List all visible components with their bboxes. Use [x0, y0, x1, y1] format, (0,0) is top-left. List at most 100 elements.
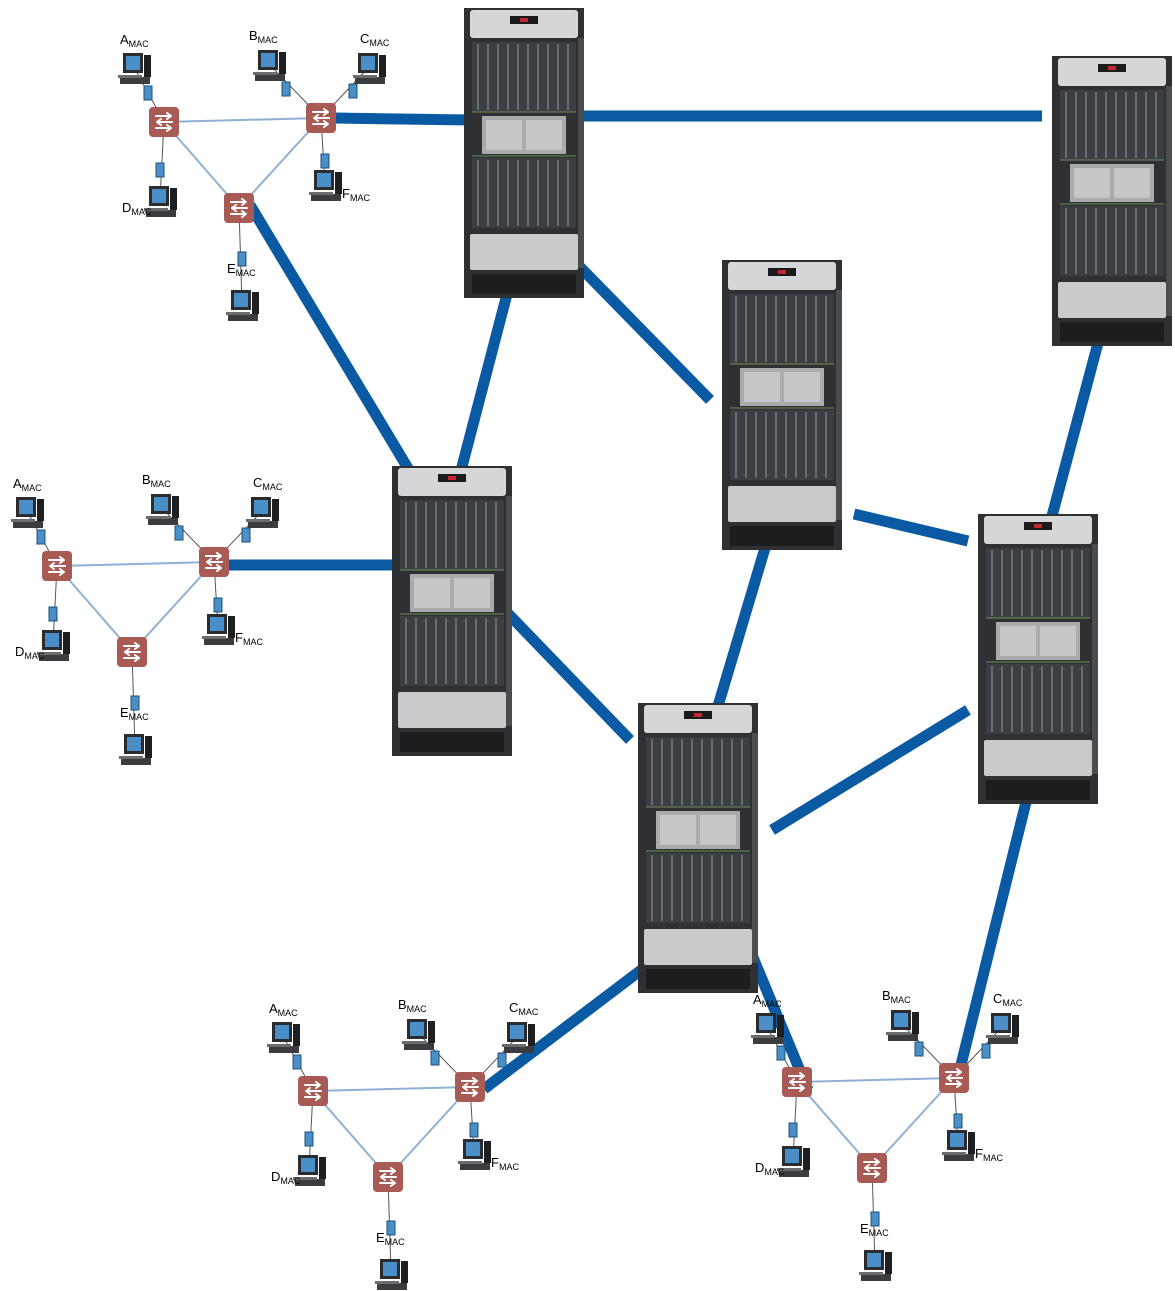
- switch-icon: [148, 106, 180, 138]
- host-label: BMAC: [142, 472, 171, 489]
- link-connector-icon: [788, 1122, 798, 1138]
- backbone-link: [769, 705, 971, 835]
- switch-icon: [856, 1152, 888, 1184]
- switch-icon: [938, 1062, 970, 1094]
- link-connector-icon: [241, 527, 251, 543]
- computer-icon: [942, 1130, 975, 1161]
- switch-icon: [297, 1075, 329, 1107]
- computer-icon: [118, 53, 151, 84]
- host-label: BMAC: [882, 988, 911, 1005]
- link-connector-icon: [213, 597, 223, 613]
- switch-icon: [223, 192, 255, 224]
- host-label: AMAC: [13, 476, 42, 493]
- host-label: AMAC: [753, 992, 782, 1009]
- host-label: DMAC: [755, 1160, 785, 1177]
- host-label: FMAC: [491, 1155, 519, 1172]
- computer-icon: [458, 1139, 491, 1170]
- computer-icon: [309, 170, 342, 201]
- router-rack-2: [391, 465, 513, 757]
- host-label: BMAC: [398, 997, 427, 1014]
- link-connector-icon: [143, 85, 153, 101]
- host-label: DMAC: [15, 644, 45, 661]
- link-connector-icon: [953, 1113, 963, 1129]
- lan-cluster: AMAC BMAC CMAC DMAC EMAC FMAC: [267, 997, 539, 1290]
- lan-cluster: AMAC BMAC CMAC DMAC EMAC FMAC: [751, 988, 1023, 1281]
- switch-link: [56, 561, 215, 567]
- host-label: FMAC: [235, 630, 263, 647]
- computer-icon: [11, 497, 44, 528]
- backbone-link: [952, 796, 1033, 1079]
- computer-icon: [226, 290, 259, 321]
- host-label: CMAC: [509, 1000, 539, 1017]
- link-connector-icon: [914, 1041, 924, 1057]
- router-rack-6: [977, 513, 1099, 805]
- link-connector-icon: [281, 81, 291, 97]
- switch-icon: [41, 550, 73, 582]
- host-label: CMAC: [360, 31, 390, 48]
- host-label: EMAC: [860, 1221, 889, 1238]
- switch-link: [163, 117, 322, 123]
- switch-icon: [305, 102, 337, 134]
- computer-icon: [986, 1013, 1019, 1044]
- host-label: AMAC: [269, 1001, 298, 1018]
- link-connector-icon: [237, 251, 247, 267]
- link-connector-icon: [497, 1052, 507, 1068]
- switch-icon: [198, 546, 230, 578]
- link-connector-icon: [981, 1043, 991, 1059]
- computer-icon: [502, 1022, 535, 1053]
- router-rack-1: [463, 7, 585, 299]
- host-label: BMAC: [249, 28, 278, 45]
- backbone-link: [245, 202, 420, 483]
- link-connector-icon: [386, 1220, 396, 1236]
- computer-icon: [253, 50, 286, 81]
- computer-icon: [146, 494, 179, 525]
- switch-link: [387, 1086, 471, 1178]
- backbone-link: [332, 112, 471, 126]
- switch-link: [796, 1077, 955, 1083]
- host-label: EMAC: [376, 1230, 405, 1247]
- backbone-link: [452, 273, 518, 484]
- switch-link: [238, 117, 322, 209]
- link-connector-icon: [48, 606, 58, 622]
- backbone-link: [852, 508, 970, 547]
- computer-icon: [859, 1250, 892, 1281]
- switch-icon: [116, 636, 148, 668]
- link-connector-icon: [155, 162, 165, 178]
- computer-icon: [375, 1259, 408, 1290]
- link-connector-icon: [304, 1131, 314, 1147]
- computer-icon: [886, 1010, 919, 1041]
- switch-icon: [372, 1161, 404, 1193]
- switch-icon: [454, 1071, 486, 1103]
- host-label: FMAC: [975, 1146, 1003, 1163]
- switch-icon: [781, 1066, 813, 1098]
- host-label: CMAC: [993, 991, 1023, 1008]
- link-connector-icon: [469, 1122, 479, 1138]
- backbone-link: [576, 263, 714, 404]
- link-connector-icon: [430, 1050, 440, 1066]
- lan-clusters: AMAC BMAC CMAC DMAC EMAC FMAC AMAC BMAC CMAC DMAC…: [11, 28, 1023, 1290]
- host-label: DMAC: [271, 1169, 301, 1186]
- link-connector-icon: [348, 83, 358, 99]
- computer-icon: [751, 1013, 784, 1044]
- host-label: DMAC: [122, 200, 152, 217]
- router-rack-3: [721, 259, 843, 551]
- switch-link: [312, 1086, 471, 1092]
- host-label: CMAC: [253, 475, 283, 492]
- computer-icon: [119, 734, 152, 765]
- link-connector-icon: [292, 1054, 302, 1070]
- router-rack-4: [1051, 55, 1173, 347]
- computer-icon: [267, 1022, 300, 1053]
- backbone-link: [712, 546, 771, 708]
- computer-icon: [246, 497, 279, 528]
- link-connector-icon: [776, 1045, 786, 1061]
- backbone-link: [489, 594, 634, 744]
- computer-icon: [353, 53, 386, 84]
- backbone-link: [1046, 341, 1104, 518]
- computer-icon: [202, 614, 235, 645]
- host-label: EMAC: [227, 261, 256, 278]
- router-rack-5: [637, 702, 759, 994]
- link-connector-icon: [870, 1211, 880, 1227]
